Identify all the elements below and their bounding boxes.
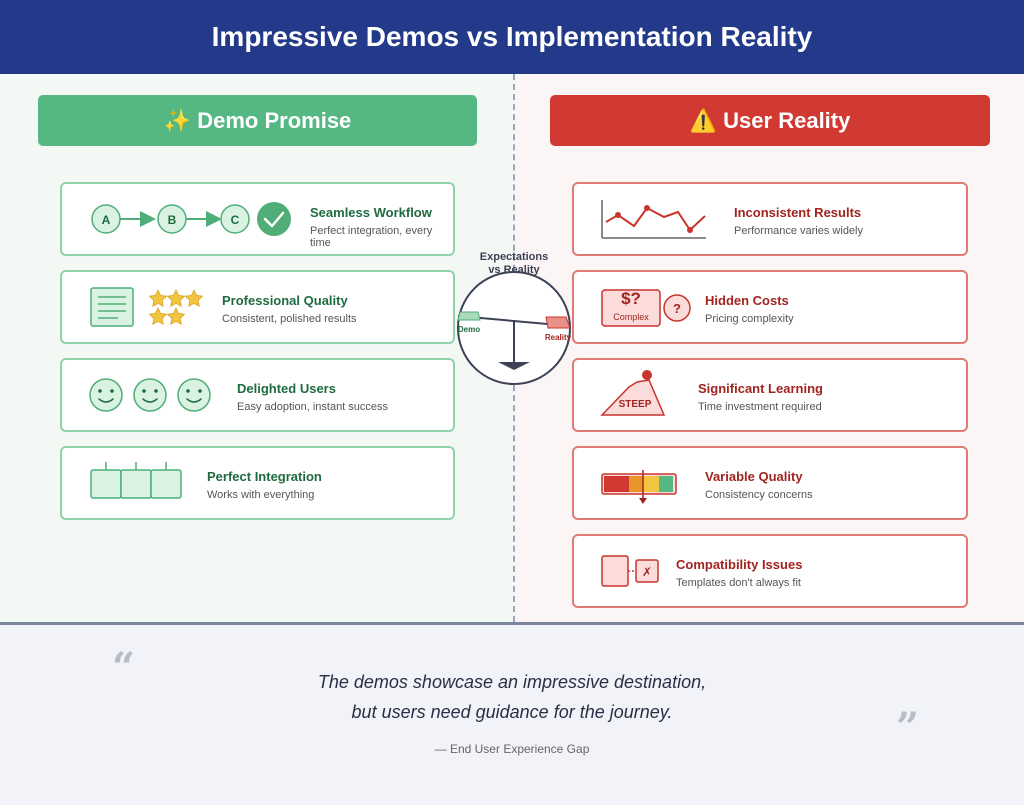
user-reality-banner: ⚠️ User Reality — [550, 95, 990, 146]
open-quote-icon: “ — [112, 644, 136, 691]
svg-text:?: ? — [673, 301, 681, 316]
question-icon — [663, 294, 691, 322]
quote-attribution: — End User Experience Gap — [434, 742, 590, 756]
scale-title-line1: Expectations — [480, 251, 548, 263]
reality-panel — [514, 74, 1024, 622]
card-title: Seamless Workflow — [310, 205, 432, 220]
user-reality-title: User Reality — [723, 108, 851, 133]
hidden-costs-card: $? Complex ? Hidden Costs Pricing comple… — [572, 270, 968, 344]
card-subtitle: Easy adoption, instant success — [237, 401, 389, 413]
professional-quality-card: Professional Quality Consistent, polishe… — [60, 270, 455, 344]
card-subtitle: Perfect integration, every time — [310, 225, 433, 249]
card-subtitle: Pricing complexity — [705, 313, 794, 325]
card-title: Compatibility Issues — [676, 557, 803, 572]
card-title: Variable Quality — [705, 469, 803, 484]
x-mark-icon: ✗ — [642, 565, 652, 579]
mismatch-icon: ✗ — [601, 555, 659, 587]
variable-quality-card: Variable Quality Consistency concerns — [572, 446, 968, 520]
line-chart-icon — [601, 200, 706, 239]
compatibility-issues-card: ✗ Compatibility Issues Templates don't a… — [572, 534, 968, 608]
scale-left-label: Demo — [458, 325, 480, 334]
page-header: Impressive Demos vs Implementation Reali… — [0, 0, 1024, 74]
card-subtitle: Consistency concerns — [705, 489, 813, 501]
steep-slope-icon: STEEP — [600, 370, 666, 416]
card-title: Perfect Integration — [207, 469, 322, 484]
workflow-node-a — [91, 204, 121, 234]
card-subtitle: Consistent, polished results — [222, 313, 357, 325]
cost-symbol: $? — [621, 289, 641, 308]
card-title: Delighted Users — [237, 381, 336, 396]
stars-icon — [148, 289, 204, 325]
close-quote-icon: ” — [896, 704, 920, 751]
ball-icon — [642, 370, 652, 380]
card-title: Significant Learning — [698, 381, 823, 396]
sparkles-icon: ✨ — [163, 108, 192, 133]
scale-right-label: Reality — [545, 333, 572, 342]
cost-label: Complex — [613, 312, 649, 322]
workflow-node-c-label: C — [231, 213, 240, 227]
delighted-users-card: Delighted Users Easy adoption, instant s… — [60, 358, 455, 432]
demo-promise-banner: ✨ Demo Promise — [38, 95, 477, 146]
perfect-integration-card: Perfect Integration Works with everythin… — [60, 446, 455, 520]
quote-line-1: The demos showcase an impressive destina… — [317, 672, 707, 692]
demo-pan — [457, 311, 481, 321]
seamless-workflow-card: A B C Seamless Workflow Perfect integrat… — [60, 182, 455, 256]
demo-panel — [0, 74, 514, 622]
significant-learning-card: STEEP Significant Learning Time investme… — [572, 358, 968, 432]
scale-title-line2: vs Reality — [488, 264, 540, 276]
card-title: Inconsistent Results — [734, 205, 862, 220]
quality-bar-icon — [601, 470, 677, 504]
warning-icon: ⚠️ — [689, 108, 718, 133]
workflow-node-b — [157, 204, 187, 234]
reality-pan — [545, 316, 571, 329]
page-title: Impressive Demos vs Implementation Reali… — [211, 21, 813, 52]
workflow-diagram-icon: A B C — [91, 202, 291, 236]
workflow-node-b-label: B — [168, 213, 177, 227]
price-tag-icon: $? Complex ? — [601, 289, 691, 327]
document-icon — [90, 287, 204, 327]
workflow-node-a-label: A — [102, 213, 111, 227]
slope-label: STEEP — [619, 399, 652, 410]
quote-section — [0, 622, 1024, 805]
card-subtitle: Performance varies widely — [734, 225, 863, 237]
puzzle-blocks-icon — [90, 462, 182, 499]
smiley-faces-icon — [89, 378, 211, 412]
card-title: Professional Quality — [222, 293, 348, 308]
card-subtitle: Works with everything — [207, 489, 315, 501]
card-subtitle: Templates don't always fit — [676, 577, 801, 589]
card-subtitle: Time investment required — [698, 401, 822, 413]
inconsistent-results-card: Inconsistent Results Performance varies … — [572, 182, 968, 256]
workflow-node-c — [220, 204, 250, 234]
quote-line-2: but users need guidance for the journey. — [351, 702, 673, 722]
demo-promise-title: Demo Promise — [197, 108, 352, 133]
card-title: Hidden Costs — [705, 293, 789, 308]
balance-scale-icon: Expectations vs Reality Demo Reality — [457, 251, 572, 385]
checkmark-icon — [257, 202, 291, 236]
